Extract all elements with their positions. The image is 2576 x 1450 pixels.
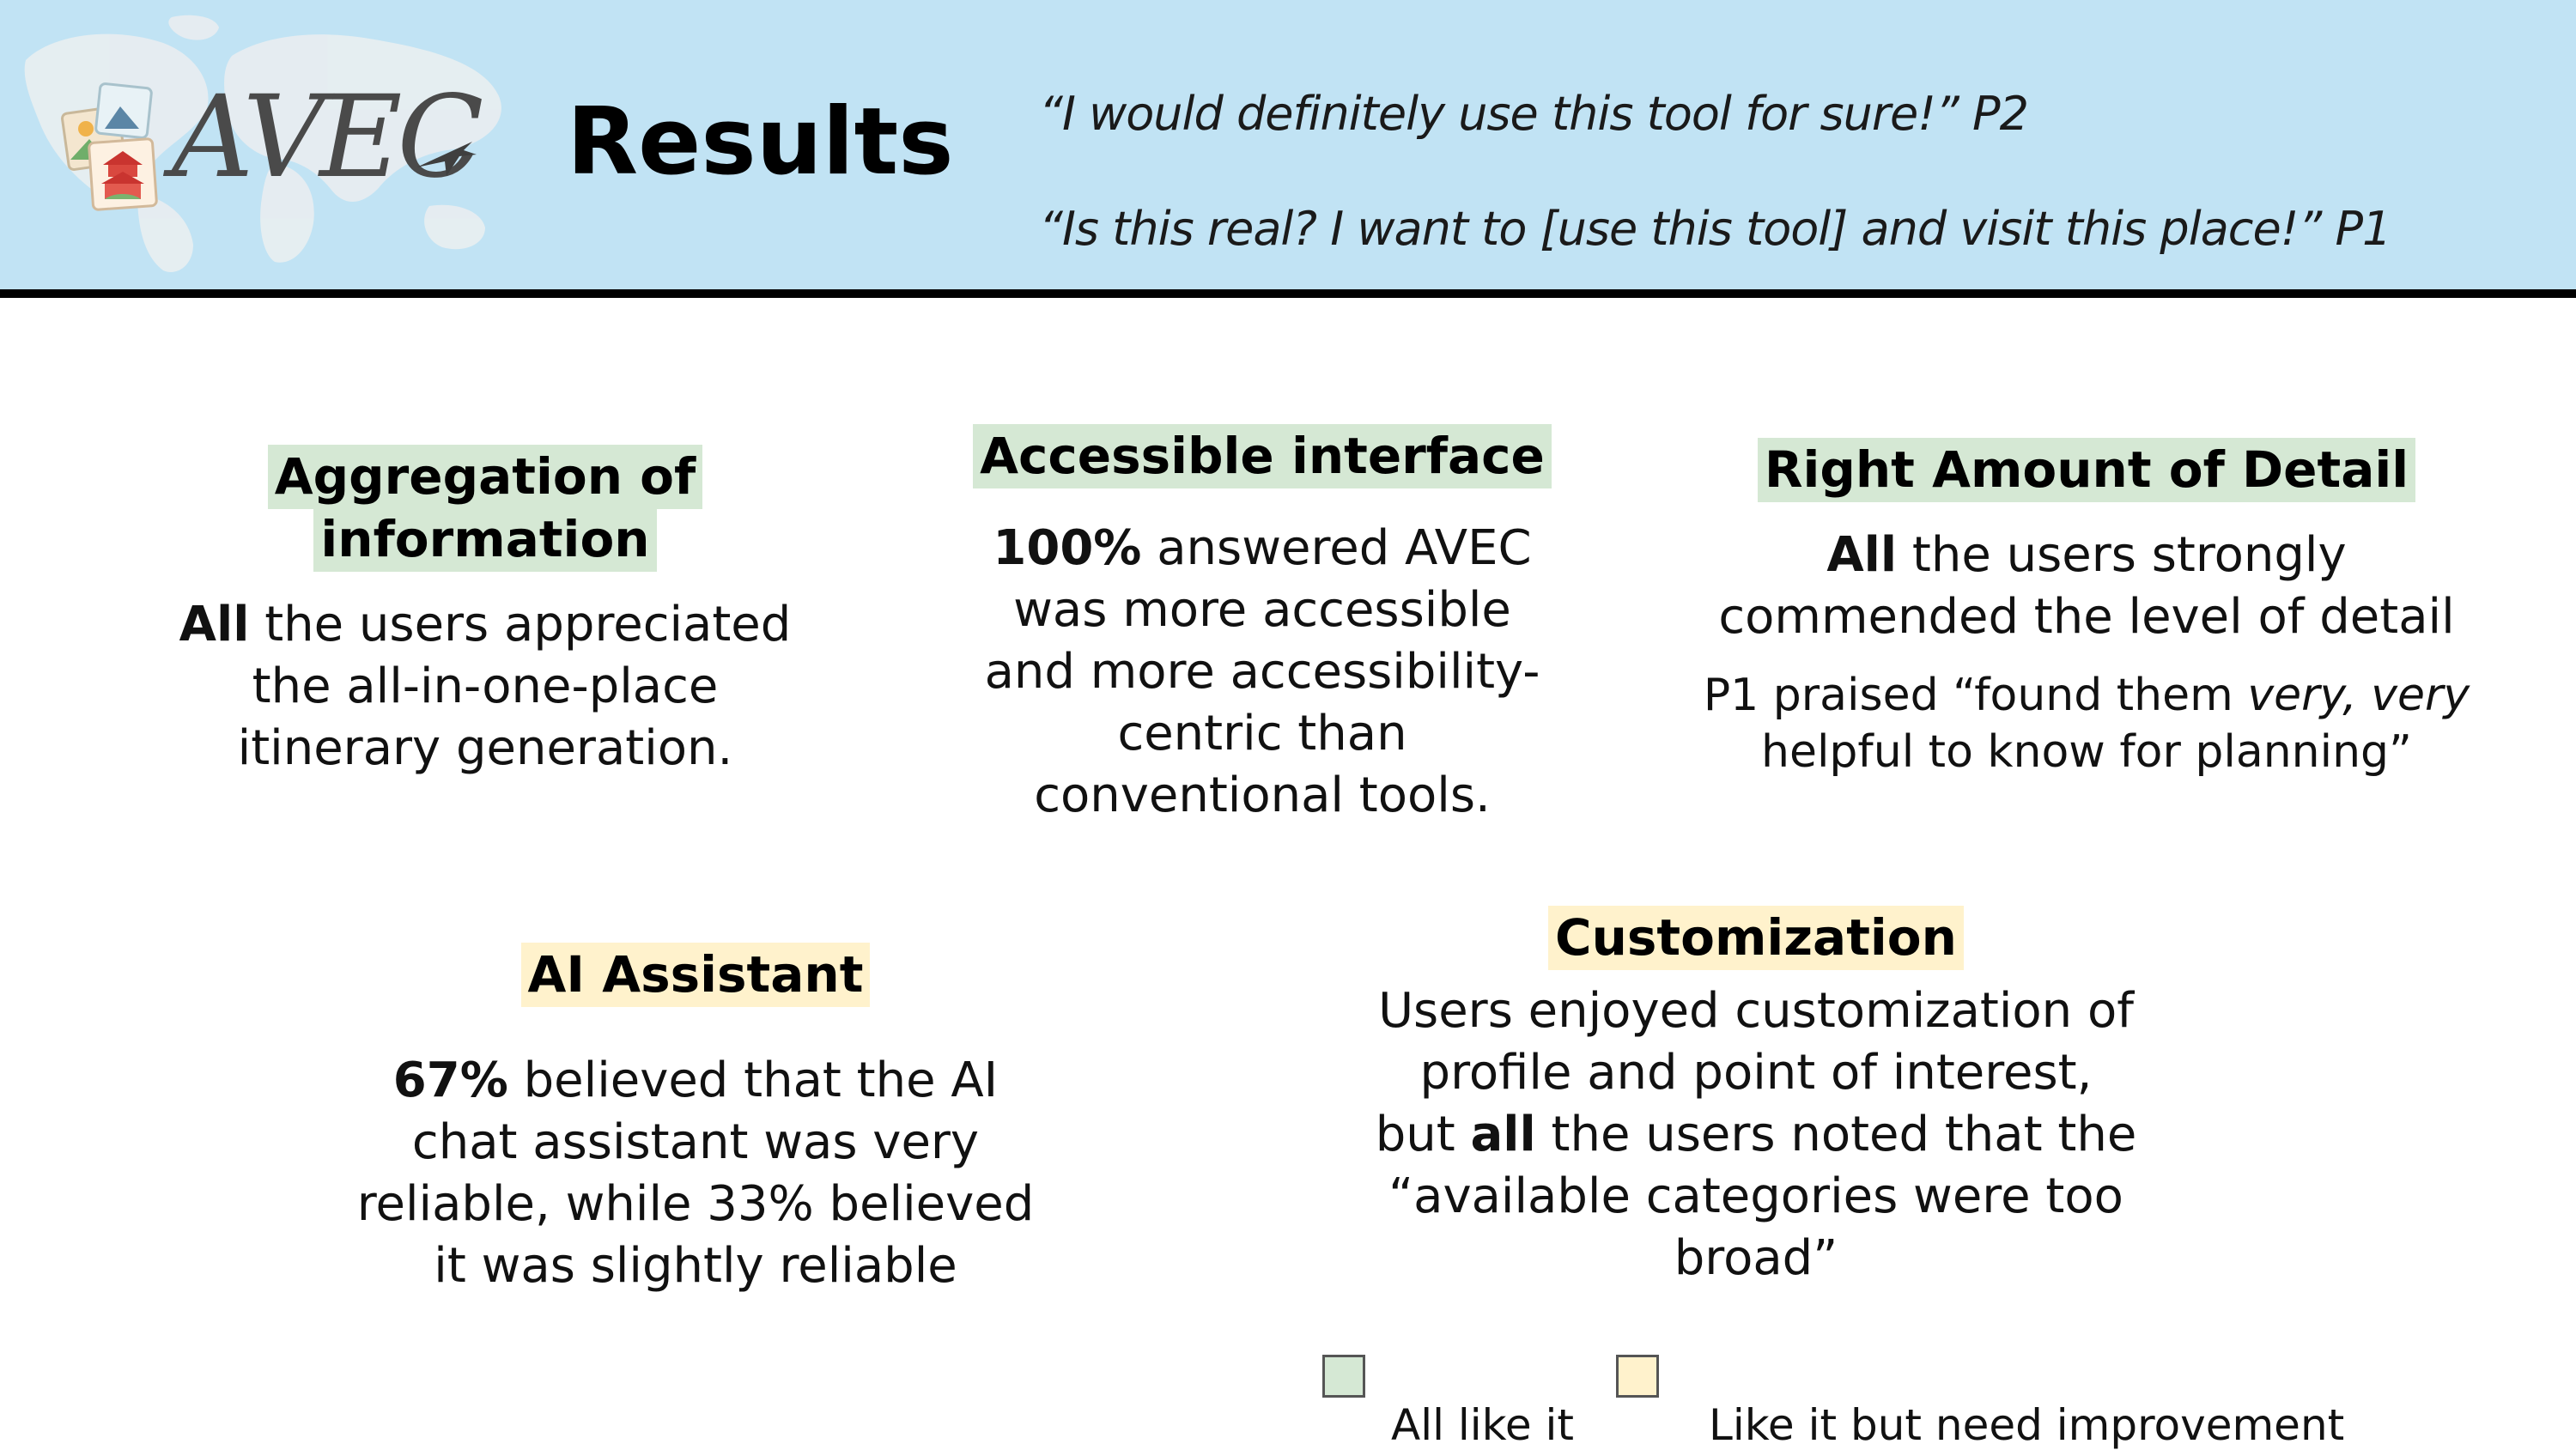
- aggregation-text: All the users appreciated the all-in-one…: [179, 596, 792, 776]
- travel-photos-icon: [61, 82, 158, 211]
- heading-accessible: Accessible interface: [973, 424, 1552, 488]
- avec-logo: AVEC: [60, 69, 483, 223]
- heading-detail: Right Amount of Detail: [1757, 438, 2416, 502]
- airplane-icon: [416, 142, 477, 176]
- heading-ai-assistant: AI Assistant: [520, 943, 871, 1007]
- heading-aggregation-line2: information: [313, 507, 657, 572]
- legend-swatch-need-improvement: [1616, 1355, 1659, 1398]
- logo-text: AVEC: [172, 71, 483, 203]
- card-accessible: Accessible interface 100% answered AVEC …: [953, 424, 1571, 827]
- ai-assistant-text: 67% believed that the AI chat assistant …: [356, 1052, 1035, 1294]
- quote-p1: “Is this real? I want to [use this tool]…: [1039, 202, 2391, 256]
- card-detail: Right Amount of Detail All the users str…: [1683, 438, 2490, 780]
- card-aggregation: Aggregation of information All the users…: [155, 445, 816, 780]
- customization-text: Users enjoyed customization of profile a…: [1375, 982, 2137, 1286]
- legend-label-need-improvement: Like it but need improvement: [1709, 1400, 2345, 1450]
- card-customization: Customization Users enjoyed customizatio…: [1374, 906, 2138, 1289]
- legend-label-all-like: All like it: [1391, 1400, 1574, 1450]
- page-title: Results: [567, 88, 954, 196]
- accessible-text: 100% answered AVEC was more accessible a…: [984, 519, 1540, 823]
- heading-customization: Customization: [1548, 906, 1964, 970]
- detail-text: All the users strongly commended the lev…: [1718, 526, 2455, 645]
- header-banner: AVEC Results “I would definitely use thi…: [0, 0, 2576, 289]
- heading-aggregation-line1: Aggregation of: [267, 445, 703, 509]
- legend-swatch-all-like: [1322, 1355, 1365, 1398]
- card-ai-assistant: AI Assistant 67% believed that the AI ch…: [352, 943, 1039, 1297]
- header-divider: [0, 289, 2576, 298]
- quote-p2: “I would definitely use this tool for su…: [1039, 87, 2029, 141]
- detail-quote: P1 praised “found them very, very helpfu…: [1703, 669, 2470, 778]
